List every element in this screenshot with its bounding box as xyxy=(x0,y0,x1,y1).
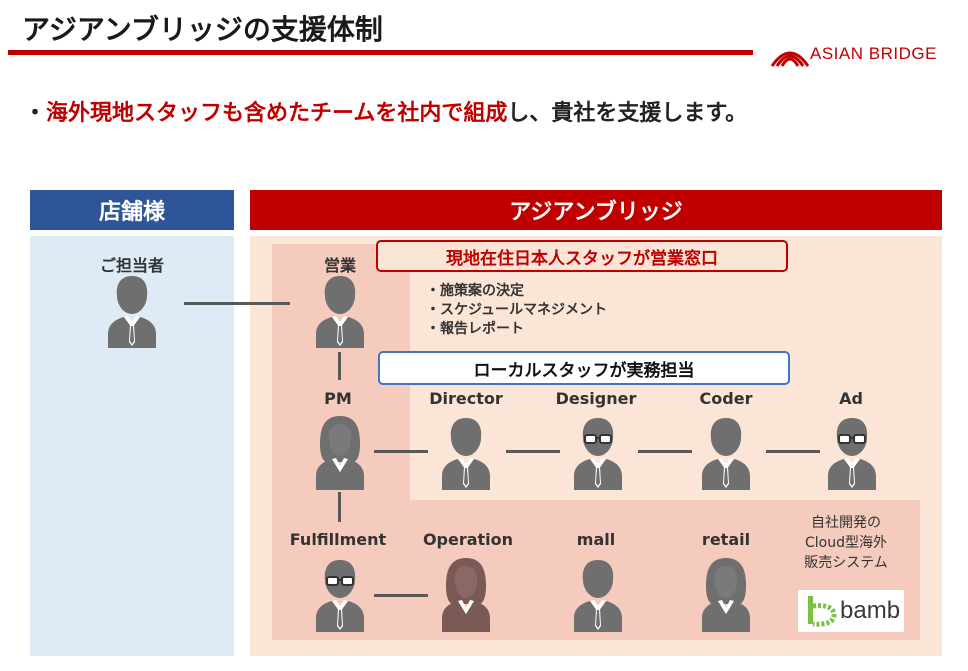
role-label-mall: mall xyxy=(576,530,616,549)
role-label-ad: Ad xyxy=(839,389,863,408)
bullet-highlight: 海外現地スタッフも含めたチームを社内で組成 xyxy=(46,101,508,126)
system-description: 自社開発の Cloud型海外 販売システム xyxy=(786,513,906,573)
system-text-line: 販売システム xyxy=(804,555,888,571)
sales-pm-connector xyxy=(338,352,341,380)
task-item: ・報告レポート xyxy=(426,321,524,337)
director-person-icon xyxy=(434,414,498,490)
coder-ad-connector xyxy=(766,450,820,453)
sales-person-icon xyxy=(308,272,372,348)
client-sales-connector xyxy=(184,302,290,305)
retail-female-person-with-glasses-icon xyxy=(694,556,758,632)
role-label-fulfillment: Fulfillment xyxy=(289,530,387,549)
local-staff-callout: ローカルスタッフが実務担当 xyxy=(378,351,790,385)
role-label-designer: Designer xyxy=(555,389,637,408)
sales-label: 営業 xyxy=(323,256,356,275)
summary-bullet: ・海外現地スタッフも含めたチームを社内で組成し、貴社を支援します。 xyxy=(24,95,747,127)
role-label-retail: retail xyxy=(701,530,751,549)
bamb-b-logo-icon xyxy=(808,596,837,627)
fulfillment-operation-connector xyxy=(374,594,428,597)
mall-person-icon xyxy=(566,556,630,632)
role-label-operation: Operation xyxy=(422,530,514,549)
pm-fulfillment-connector xyxy=(338,492,341,522)
designer-person-with-glasses-icon xyxy=(566,414,630,490)
bullet-prefix: ・ xyxy=(24,101,47,126)
director-designer-connector xyxy=(506,450,560,453)
asian-bridge-header: アジアンブリッジ xyxy=(250,190,942,230)
japanese-staff-callout: 現地在住日本人スタッフが営業窓口 xyxy=(376,240,788,272)
system-text-line: Cloud型海外 xyxy=(805,535,887,551)
client-contact-person-icon xyxy=(100,272,164,348)
role-label-director: Director xyxy=(429,389,503,408)
task-item: ・施策案の決定 xyxy=(426,283,524,299)
client-contact-label: ご担当者 xyxy=(99,256,164,275)
pm-director-connector xyxy=(374,450,428,453)
coder-person-icon xyxy=(694,414,758,490)
title-underline xyxy=(8,50,753,55)
system-text-line: 自社開発の xyxy=(811,515,881,531)
designer-coder-connector xyxy=(638,450,692,453)
fulfillment-person-with-glasses-icon xyxy=(308,556,372,632)
ad-person-with-glasses-icon xyxy=(820,414,884,490)
bamb-logo-text: bamb xyxy=(840,597,901,624)
bullet-rest: し、貴社を支援します。 xyxy=(507,101,748,126)
role-label-coder: Coder xyxy=(699,389,753,408)
asian-bridge-logo-icon xyxy=(770,51,810,67)
logo-text: ASIAN BRIDGE xyxy=(810,44,937,63)
task-item: ・スケジュールマネジメント xyxy=(426,302,608,318)
client-header: 店舗様 xyxy=(30,190,234,230)
sales-task-list: ・施策案の決定 ・スケジュールマネジメント ・報告レポート xyxy=(426,282,607,339)
pm-female-person-icon xyxy=(308,414,372,490)
operation-female-person-icon xyxy=(434,556,498,632)
page-title: アジアンブリッジの支援体制 xyxy=(22,13,383,46)
bamb-logo: bamb xyxy=(798,590,904,632)
role-label-pm: PM xyxy=(324,389,352,408)
